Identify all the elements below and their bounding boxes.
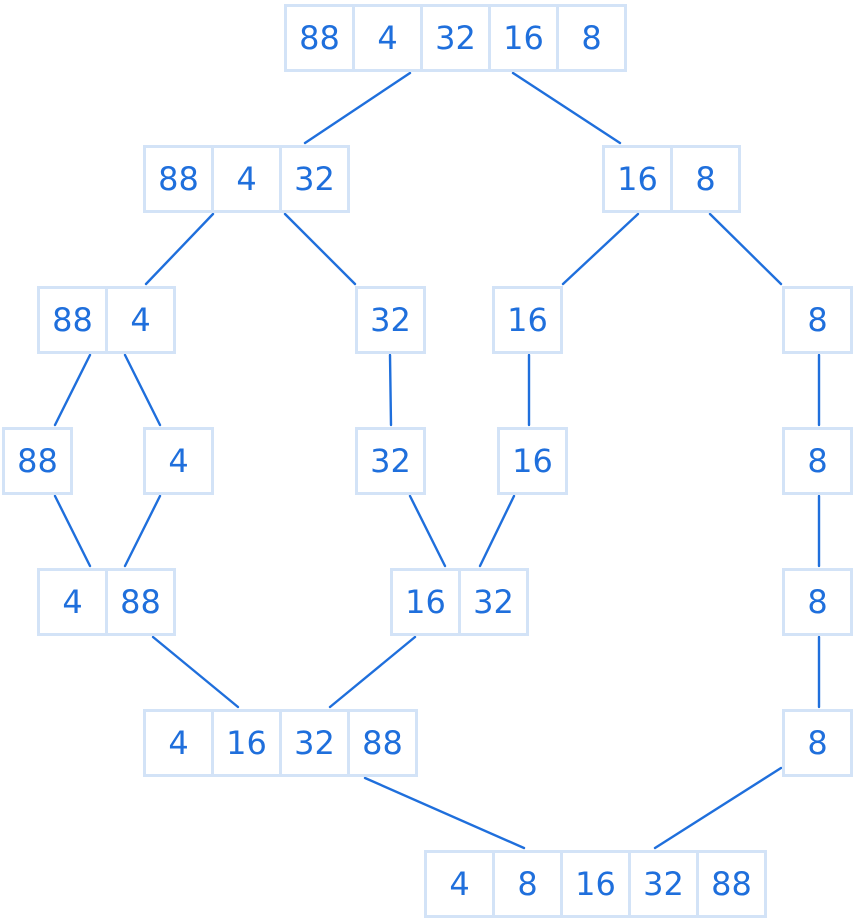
- array-cell: 88: [2, 427, 73, 495]
- array-leaf-4: 4: [143, 427, 214, 495]
- array-cell: 16: [497, 427, 568, 495]
- connector-line: [363, 776, 526, 850]
- array-leaf-88: 88: [2, 427, 73, 495]
- array-cell: 4: [211, 145, 282, 213]
- array-split-8-a: 8: [782, 286, 853, 354]
- array-cell: 16: [602, 145, 673, 213]
- array-cell: 16: [488, 4, 559, 72]
- connector-line: [408, 494, 447, 568]
- connector-line: [328, 635, 417, 709]
- connector-line: [283, 212, 357, 286]
- connector-line: [144, 212, 215, 286]
- array-cell: 4: [352, 4, 423, 72]
- connector-line: [388, 353, 393, 427]
- array-cell: 88: [284, 4, 355, 72]
- connector-line: [303, 71, 412, 145]
- array-cell: 32: [355, 286, 426, 354]
- array-cell: 8: [492, 850, 563, 918]
- array-cell: 32: [355, 427, 426, 495]
- connector-line: [511, 71, 622, 145]
- array-cell: 32: [279, 709, 350, 777]
- array-cell: 32: [279, 145, 350, 213]
- connector-line: [708, 212, 783, 286]
- array-cell: 88: [347, 709, 418, 777]
- connector-line: [53, 494, 92, 568]
- connector-line: [123, 494, 162, 568]
- array-leaf-8-b: 8: [782, 427, 853, 495]
- array-cell: 88: [105, 568, 176, 636]
- array-cell: 32: [420, 4, 491, 72]
- array-cell: 4: [143, 427, 214, 495]
- array-cell: 16: [211, 709, 282, 777]
- array-cell: 8: [670, 145, 741, 213]
- array-cell: 8: [782, 568, 853, 636]
- array-leaf-16: 16: [497, 427, 568, 495]
- array-cell: 16: [560, 850, 631, 918]
- array-cell: 4: [424, 850, 495, 918]
- array-cell: 4: [37, 568, 108, 636]
- array-cell: 32: [458, 568, 529, 636]
- array-carry-8-c: 8: [782, 568, 853, 636]
- connector-line: [561, 212, 640, 286]
- array-cell: 16: [492, 286, 563, 354]
- array-cell: 4: [143, 709, 214, 777]
- array-split-16: 16: [492, 286, 563, 354]
- array-cell: 16: [390, 568, 461, 636]
- array-cell: 8: [782, 709, 853, 777]
- connector-line: [653, 766, 783, 850]
- array-cell: 8: [782, 286, 853, 354]
- connector-line: [151, 635, 240, 709]
- array-split-32: 32: [355, 286, 426, 354]
- connector-line: [478, 494, 516, 568]
- array-cell: 8: [556, 4, 627, 72]
- array-cell: 88: [37, 286, 108, 354]
- connector-line: [123, 353, 162, 427]
- array-cell: 88: [143, 145, 214, 213]
- array-leaf-32: 32: [355, 427, 426, 495]
- array-cell: 8: [782, 427, 853, 495]
- connector-line: [53, 353, 92, 427]
- array-carry-8-d: 8: [782, 709, 853, 777]
- array-cell: 88: [696, 850, 767, 918]
- array-cell: 32: [628, 850, 699, 918]
- array-cell: 4: [105, 286, 176, 354]
